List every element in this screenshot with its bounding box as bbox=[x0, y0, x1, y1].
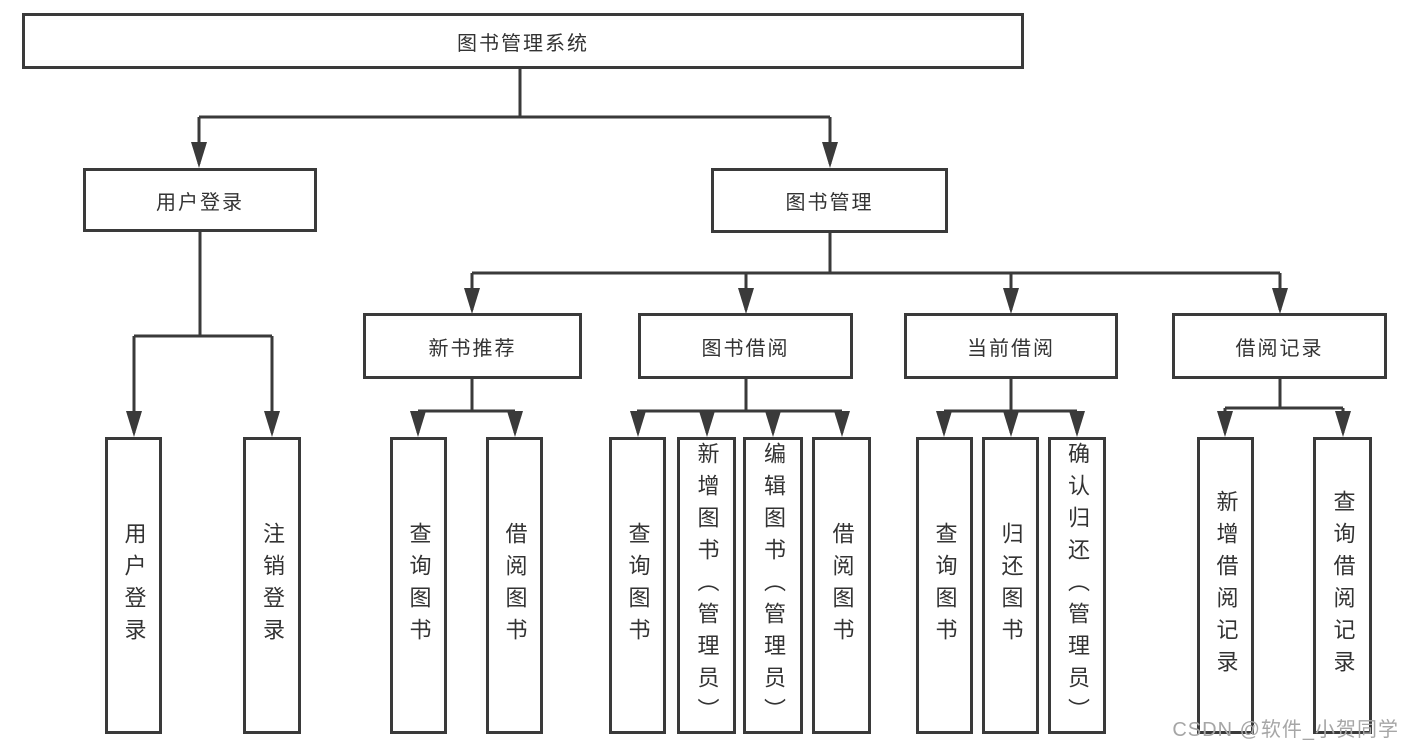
leaf-borrow-book: 借阅图书 bbox=[812, 437, 871, 734]
leaf-query-book-recommend: 查询图书 bbox=[390, 437, 447, 734]
node-new-book-recommend: 新书推荐 bbox=[363, 313, 582, 379]
leaf-confirm-return-admin: 确认归还（管理员） bbox=[1048, 437, 1106, 734]
leaf-return-book: 归还图书 bbox=[982, 437, 1039, 734]
arrowheads bbox=[126, 142, 1351, 437]
csdn-watermark: CSDN @软件_小贺同学 bbox=[1172, 719, 1399, 741]
node-current-borrow: 当前借阅 bbox=[904, 313, 1118, 379]
leaf-logout: 注销登录 bbox=[243, 437, 301, 734]
node-root-system: 图书管理系统 bbox=[22, 13, 1024, 69]
leaf-add-borrow-record: 新增借阅记录 bbox=[1197, 437, 1254, 734]
leaf-edit-book-admin: 编辑图书（管理员） bbox=[743, 437, 803, 734]
leaf-add-book-admin: 新增图书（管理员） bbox=[677, 437, 736, 734]
leaf-query-book-borrow: 查询图书 bbox=[609, 437, 666, 734]
leaf-user-login: 用户登录 bbox=[105, 437, 162, 734]
node-book-management: 图书管理 bbox=[711, 168, 948, 233]
leaf-borrow-book-recommend: 借阅图书 bbox=[486, 437, 543, 734]
node-book-borrow: 图书借阅 bbox=[638, 313, 853, 379]
leaf-query-borrow-record: 查询借阅记录 bbox=[1313, 437, 1372, 734]
node-borrow-records: 借阅记录 bbox=[1172, 313, 1387, 379]
node-user-login: 用户登录 bbox=[83, 168, 317, 232]
leaf-query-book-current: 查询图书 bbox=[916, 437, 973, 734]
